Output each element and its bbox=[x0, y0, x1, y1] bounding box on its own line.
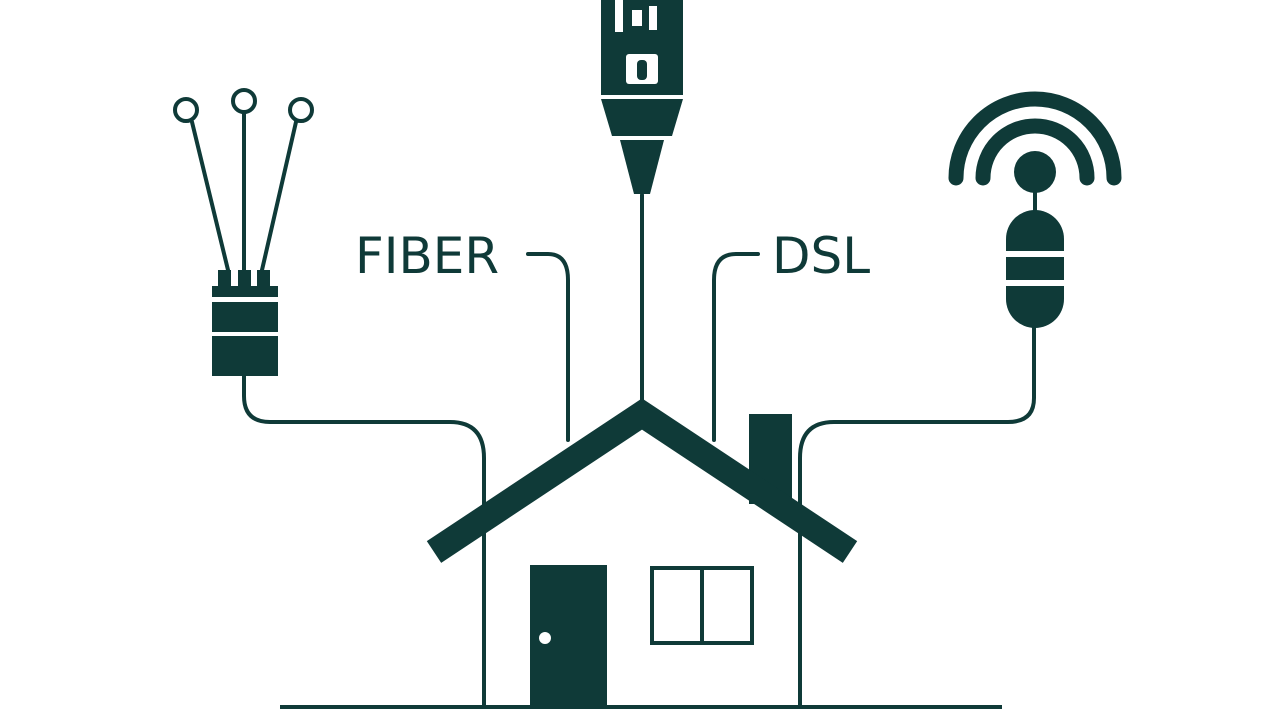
antenna-body-stripe-upper bbox=[1006, 251, 1064, 257]
fiber-strand-tip-right bbox=[288, 97, 314, 123]
plug-neck bbox=[601, 99, 683, 136]
wireless-signal-antenna-icon bbox=[948, 91, 1122, 328]
ethernet-cable-plug-icon bbox=[601, 0, 683, 194]
fiber-connector-body-lower bbox=[212, 336, 278, 376]
plug-boot-gap bbox=[612, 136, 672, 140]
fiber-label-leader bbox=[526, 252, 570, 442]
fiber-strand-tip-center bbox=[231, 88, 257, 114]
signal-arc-outer bbox=[948, 91, 1122, 186]
antenna-body-stripe-lower bbox=[1006, 280, 1064, 286]
fiber-connector-collar bbox=[212, 286, 278, 297]
fiber-strand-tip-left bbox=[173, 97, 199, 123]
house-roof bbox=[426, 398, 858, 563]
dsl-label-leader bbox=[712, 252, 760, 442]
fiber-label: FIBER bbox=[355, 227, 499, 285]
fiber-ferrule-right bbox=[257, 270, 270, 286]
plug-pin-slot-left bbox=[615, 0, 623, 32]
fiber-ferrule-left bbox=[218, 270, 231, 286]
antenna-body bbox=[1006, 210, 1064, 328]
fiber-connector-cable bbox=[242, 374, 486, 707]
fiber-strand-right bbox=[260, 120, 298, 272]
plug-pin-slot-right bbox=[649, 6, 657, 30]
dsl-label: DSL bbox=[772, 227, 870, 285]
plug-band bbox=[601, 95, 683, 99]
plug-boot bbox=[620, 140, 664, 194]
connection-lines bbox=[242, 193, 1036, 707]
signal-arc-inner bbox=[975, 118, 1095, 186]
wireless-antenna-cable bbox=[798, 323, 1036, 707]
fiber-optic-connector-icon bbox=[173, 88, 314, 376]
fiber-strand-left bbox=[190, 120, 230, 272]
house-door-knob bbox=[539, 632, 551, 644]
antenna-emitter-dot bbox=[1014, 151, 1056, 193]
plug-pin-slot-center bbox=[632, 10, 642, 26]
fiber-connector-body-upper bbox=[212, 302, 278, 332]
fiber-ferrule-center bbox=[238, 270, 251, 286]
house-icon bbox=[280, 398, 1002, 709]
plug-latch bbox=[637, 60, 647, 80]
